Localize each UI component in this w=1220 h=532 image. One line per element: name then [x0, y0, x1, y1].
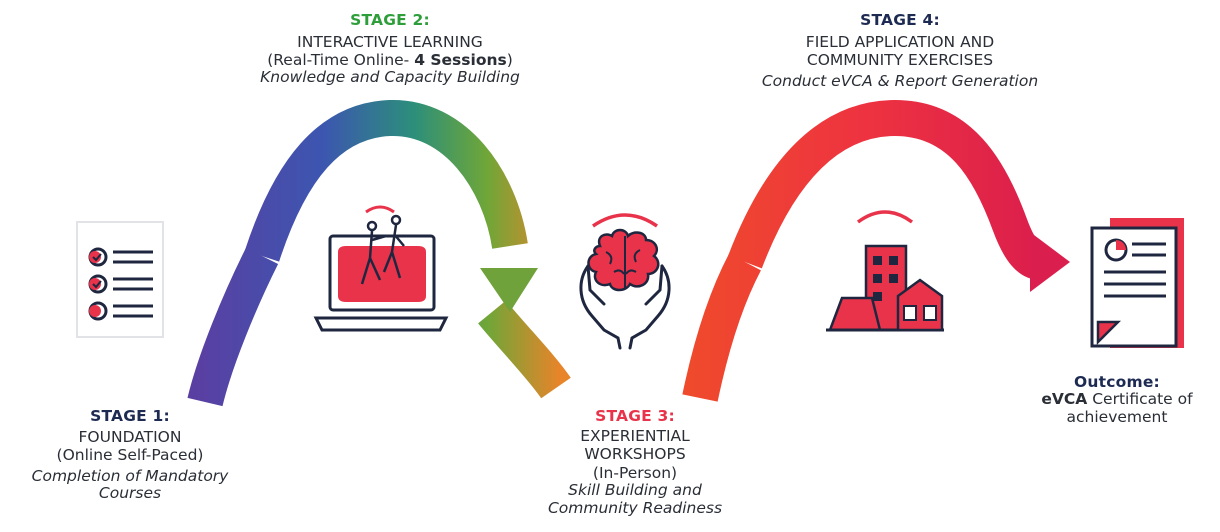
stage3-label: STAGE 3:: [595, 407, 675, 425]
stage3-title-line1: EXPERIENTIAL: [580, 427, 690, 446]
stage4-label: STAGE 4:: [860, 11, 940, 29]
arc1-downward-arrowhead: [480, 268, 538, 312]
stage2-desc: Knowledge and Capacity Building: [260, 68, 520, 87]
stage1-desc-line2: Courses: [98, 484, 162, 503]
arc2-arrowhead: [1030, 232, 1070, 292]
stage1-label: STAGE 1:: [90, 407, 170, 425]
stage3-mode: (In-Person): [592, 464, 678, 483]
stage3-desc-line2: Community Readiness: [547, 498, 723, 517]
outcome-line2: achievement: [1066, 407, 1168, 426]
stage4-title-line1: FIELD APPLICATION AND: [805, 33, 995, 52]
progress-arc-2: [682, 99, 1070, 402]
stage1-desc-line1: Completion of Mandatory: [31, 467, 229, 486]
stage3-desc-line1: Skill Building and: [568, 481, 702, 500]
outcome-line1: eVCA Certificate of: [1041, 390, 1193, 409]
checklist-icon: [76, 221, 164, 338]
stage3-title-line2: WORKSHOPS: [584, 444, 686, 463]
certificate-document-icon: [1090, 218, 1184, 348]
laptop-learning-icon: [313, 205, 449, 332]
stage4-text: STAGE 4: FIELD APPLICATION AND COMMUNITY…: [710, 11, 1090, 91]
progress-arc-1: [187, 100, 571, 407]
stage4-desc: Conduct eVCA & Report Generation: [761, 72, 1039, 91]
stage2-text: STAGE 2: INTERACTIVE LEARNING (Real-Time…: [200, 11, 580, 87]
stage1-title: FOUNDATION: [78, 428, 182, 447]
stage1-text: STAGE 1: FOUNDATION (Online Self-Paced) …: [0, 407, 260, 503]
stage2-label: STAGE 2:: [350, 11, 430, 29]
outcome-label: Outcome:: [1074, 373, 1160, 391]
stage2-mode: (Real-Time Online- 4 Sessions): [267, 50, 513, 69]
stage2-title: INTERACTIVE LEARNING: [297, 33, 483, 52]
stage4-title-line2: COMMUNITY EXERCISES: [806, 50, 994, 69]
stage1-mode: (Online Self-Paced): [56, 445, 204, 464]
brain-hands-icon: [579, 213, 671, 350]
outcome-text: Outcome: eVCA Certificate of achievement: [1022, 373, 1212, 426]
community-buildings-icon: [826, 210, 944, 332]
stage3-text: STAGE 3: EXPERIENTIAL WORKSHOPS (In-Pers…: [500, 407, 770, 517]
